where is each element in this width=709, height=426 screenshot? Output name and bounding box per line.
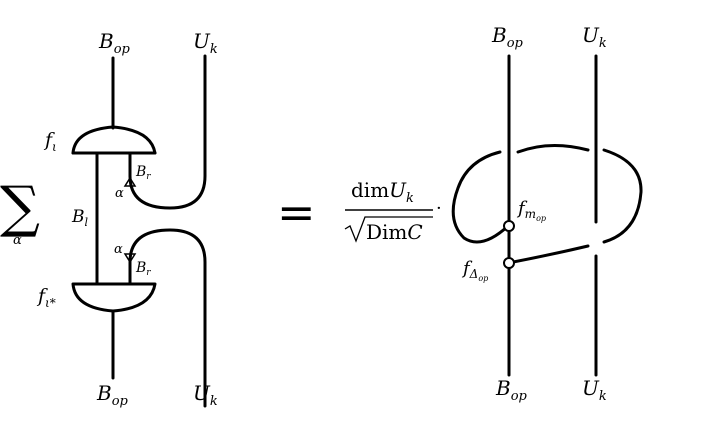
- right-bottom-uk-label: Uk: [582, 376, 607, 404]
- lower-node-circle: [503, 257, 515, 269]
- upper-alpha-label: α: [115, 186, 124, 201]
- left-bottom-uk-label: Uk: [193, 381, 218, 409]
- middle-strand-label: Bl: [71, 207, 89, 229]
- left-top-bop-label: Bop: [98, 29, 131, 57]
- top-node-shape: [71, 125, 157, 155]
- bottom-node-label: fι*: [36, 285, 56, 310]
- coefficient-fraction: dimUk DimC ·: [344, 178, 442, 244]
- left-diagram: ∑ α Bop Uk fι Bl Br α α Br fι* Bop Uk: [0, 29, 218, 409]
- loop-left-arc: [451, 150, 510, 244]
- lower-node-label: fΔop: [461, 258, 488, 283]
- right-top-uk-label: Uk: [582, 23, 607, 51]
- left-top-uk-label: Uk: [193, 29, 218, 57]
- right-top-bop-label: Bop: [491, 23, 524, 51]
- equals-sign: =: [277, 185, 316, 239]
- top-node-label: fι: [43, 129, 57, 154]
- upper-node-label: fmop: [516, 198, 546, 223]
- upper-br-label: Br: [135, 164, 151, 182]
- lower-alpha-label: α: [114, 242, 123, 257]
- coefficient-numerator: dimUk: [351, 178, 414, 206]
- upper-triangle-marker: [123, 176, 137, 187]
- lower-br-label: Br: [135, 260, 151, 278]
- lower-uk-curve: [128, 228, 207, 408]
- sum-symbol: ∑: [0, 175, 40, 240]
- coefficient-denominator: DimC: [366, 220, 423, 244]
- upper-node-circle: [503, 220, 515, 232]
- right-bottom-bop-label: Bop: [495, 376, 528, 404]
- loop-right-arc: [602, 148, 643, 244]
- sqrt-sign: [344, 216, 433, 243]
- lower-triangle-marker: [123, 253, 137, 264]
- right-diagram: Bop Uk fmop fΔop Bop Uk: [451, 23, 643, 404]
- sum-index: α: [13, 233, 22, 248]
- bottom-node-shape: [71, 282, 157, 313]
- loop-top-arc: [516, 143, 590, 154]
- upper-uk-curve: [128, 54, 207, 210]
- loop-bottom-arc: [506, 244, 590, 265]
- left-bottom-bop-label: Bop: [96, 381, 129, 409]
- coefficient-dot: ·: [436, 198, 442, 219]
